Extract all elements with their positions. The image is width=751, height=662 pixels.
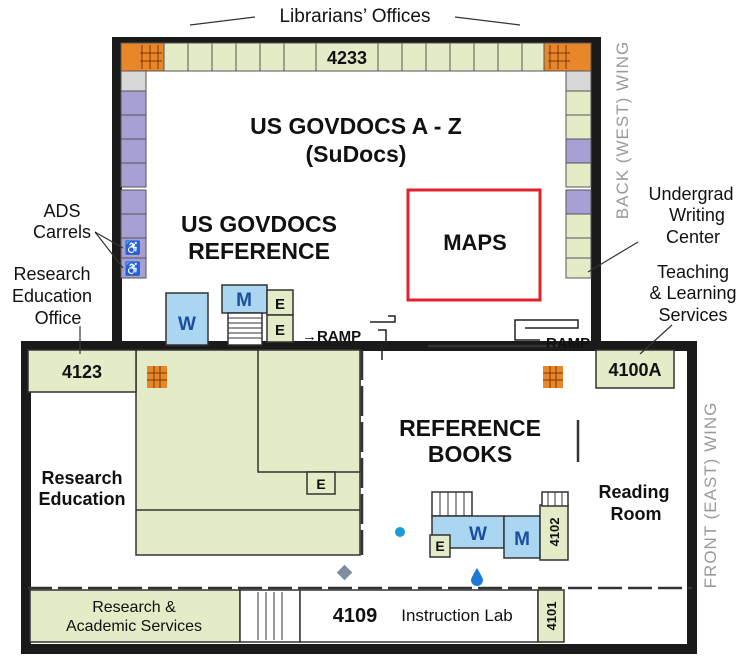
lower-stair-lines: [439, 492, 563, 516]
research-ed-office-line3: Office: [35, 308, 82, 328]
room-4123-label: 4123: [62, 362, 102, 382]
upper-service-block: [165, 284, 294, 346]
womens-restroom-icon: W: [469, 524, 487, 545]
librarian-office-row: [120, 42, 592, 72]
mens-restroom-icon: M: [514, 529, 530, 550]
reference-books-line2: BOOKS: [428, 441, 512, 467]
research-ed-office-line2: Education: [12, 286, 92, 306]
room-4123-shape: [27, 349, 137, 393]
reading-room-line1: Reading: [598, 482, 669, 502]
elevator-icon: E: [275, 322, 285, 339]
maps-label: MAPS: [443, 230, 507, 255]
ramp-left-label: →RAMP: [302, 328, 361, 345]
reading-room-line2: Room: [611, 504, 662, 524]
bottom-room-row: [29, 589, 565, 643]
room-4100a-shape: [595, 349, 675, 389]
right-carrel-column: [565, 70, 592, 279]
maps-highlight-box: [406, 188, 542, 302]
govdocs-ref-line1: US GOVDOCS: [181, 211, 337, 237]
womens-restroom-icon: W: [178, 314, 196, 335]
back-wing-label: BACK (WEST) WING: [613, 41, 632, 219]
sudocs-line2: (SuDocs): [306, 141, 407, 167]
research-academic-line1: Research &: [92, 599, 176, 616]
front-wing-label: FRONT (EAST) WING: [701, 402, 720, 589]
teaching-line3: Services: [658, 305, 727, 325]
ads-label-line2: Carrels: [33, 222, 91, 242]
room-4101-label: 4101: [544, 602, 559, 631]
upper-stair-lines: [228, 317, 262, 339]
stair-marker-right: [543, 366, 563, 388]
room-4100a-label: 4100A: [608, 360, 661, 380]
accessible-carrel-icons: ♿ ♿: [125, 240, 141, 276]
teaching-line1: Teaching: [657, 262, 729, 282]
lower-service-block: [429, 491, 569, 561]
stair-grid-top-left: [140, 45, 162, 69]
elevator-icon: E: [275, 296, 285, 313]
research-education-line2: Education: [38, 489, 125, 509]
undergrad-line3: Center: [666, 227, 720, 247]
room-4109-label: 4109: [333, 605, 378, 627]
ads-label-line1: ADS: [43, 201, 80, 221]
accessible-icon: ♿: [125, 261, 141, 276]
stair-grid-top-right: [548, 45, 570, 69]
instruction-lab-label: Instruction Lab: [401, 606, 513, 625]
research-education-line1: Research: [41, 468, 122, 488]
undergrad-line2: Writing: [669, 205, 725, 225]
room-4233-label: 4233: [327, 48, 367, 68]
govdocs-ref-line2: REFERENCE: [188, 238, 330, 264]
research-ed-office-line1: Research: [13, 264, 90, 284]
teaching-line2: & Learning: [649, 283, 736, 303]
undergrad-line1: Undergrad: [648, 184, 733, 204]
ramp-right-label: RAMP: [546, 335, 590, 352]
info-dot-marker: [395, 527, 405, 537]
sudocs-line1: US GOVDOCS A - Z: [250, 113, 462, 139]
label-leader-lines: [79, 16, 673, 355]
mens-restroom-icon: M: [236, 290, 252, 311]
accessible-icon: ♿: [125, 240, 141, 255]
interior-partitions: [28, 344, 692, 590]
ramp-right: [514, 319, 579, 341]
ramp-left: [370, 315, 396, 360]
research-academic-line2: Academic Services: [66, 618, 202, 635]
reference-stacks-block: [135, 349, 361, 556]
diamond-marker: [336, 564, 353, 581]
left-carrel-column: [120, 70, 147, 279]
water-fountain-icon: [471, 568, 483, 586]
stair-marker-left: [147, 366, 167, 388]
reference-books-line1: REFERENCE: [399, 415, 541, 441]
bottom-stair-lines: [257, 592, 283, 640]
room-4102-label: 4102: [547, 518, 562, 547]
building-walls: [21, 37, 697, 654]
elevator-icon: E: [316, 476, 325, 492]
elevator-icon: E: [435, 538, 444, 554]
librarians-offices-label: Librarians’ Offices: [279, 6, 430, 27]
